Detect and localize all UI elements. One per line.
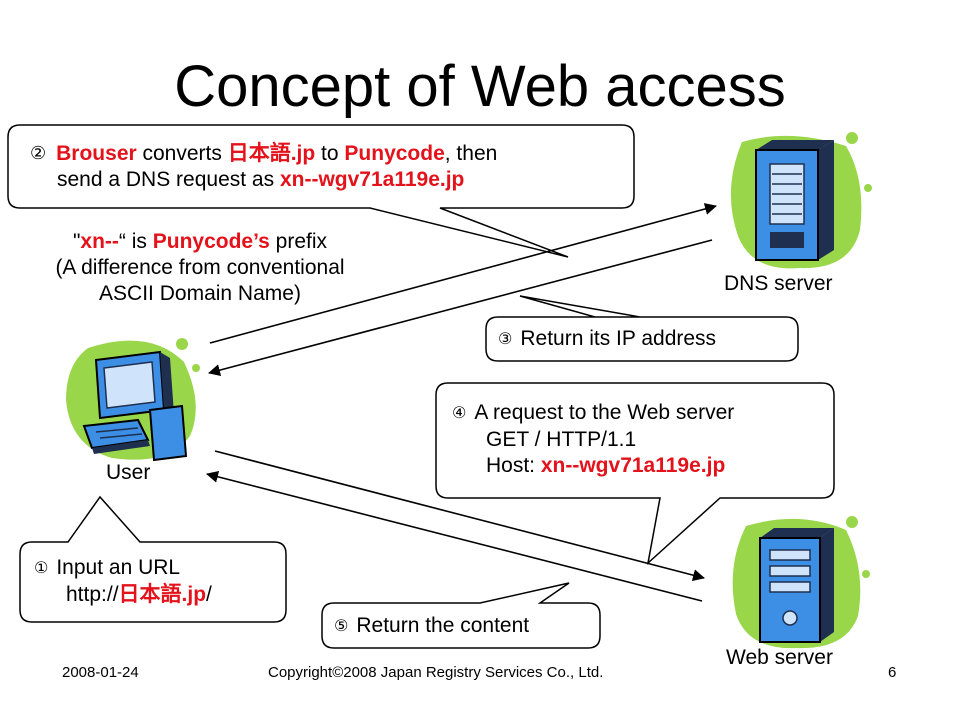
- callout-4-line-1: ④ A request to the Web server: [452, 400, 734, 427]
- page-number: 6: [888, 664, 897, 681]
- idn-domain: 日本語.jp: [227, 142, 316, 165]
- host-domain: xn--wgv71a119e.jp: [540, 454, 726, 477]
- url-idn-domain: 日本語.jp: [118, 583, 207, 606]
- callout-2-bubble: [7, 124, 635, 258]
- punycode-prefix-note: "xn--“ is Punycode’s prefix (A differenc…: [0, 229, 400, 307]
- note-line-2: (A difference from conventional: [55, 256, 345, 279]
- then-word: , then: [444, 142, 498, 165]
- punycode-domain: xn--wgv71a119e.jp: [279, 168, 465, 191]
- note-line-3: ASCII Domain Name): [99, 282, 301, 305]
- url-scheme: http://: [66, 583, 119, 606]
- step-4-number: ④: [452, 405, 467, 422]
- user-computer-icon: [66, 338, 200, 462]
- dns-request-text: send a DNS request as: [57, 168, 280, 191]
- note-prefix-word: prefix: [269, 230, 328, 253]
- brouser-word: Brouser: [56, 142, 137, 165]
- user-label: User: [106, 461, 151, 484]
- callout-4-line-2: GET / HTTP/1.1: [486, 428, 637, 451]
- callout-4-bubble: [435, 382, 835, 566]
- callout-1-bubble: [19, 495, 287, 623]
- footer-copyright: Copyright©2008 Japan Registry Services C…: [268, 664, 604, 681]
- callout-1-line-1: ① Input an URL: [34, 555, 212, 582]
- arrow-dns-to-user: [208, 239, 713, 376]
- callout-2-line-2: send a DNS request as xn--wgv71a119e.jp: [30, 167, 497, 193]
- callout-4-line-3: Host: xn--wgv71a119e.jp: [452, 453, 734, 479]
- callout-4-text: ④ A request to the Web server GET / HTTP/…: [452, 400, 734, 479]
- punycode-word: Punycode: [344, 142, 445, 165]
- page-title: Concept of Web access: [174, 54, 786, 119]
- footer-date: 2008-01-24: [62, 664, 139, 681]
- arrow-user-to-dns: [209, 203, 717, 344]
- dns-server-label: DNS server: [724, 272, 833, 295]
- host-label: Host:: [486, 454, 541, 477]
- callout-2-text: ② Brouser converts 日本語.jp to Punycode, th…: [30, 140, 497, 193]
- return-ip-text: Return its IP address: [520, 327, 717, 350]
- callout-1-line-2: http://日本語.jp/: [34, 582, 212, 608]
- web-server-label: Web server: [726, 646, 833, 669]
- step-2-number: ②: [30, 143, 47, 163]
- to-word: to: [315, 142, 345, 165]
- arrow-user-to-web: [214, 450, 705, 582]
- note-quote-open: ": [72, 230, 81, 253]
- note-line-1: "xn--“ is Punycode’s prefix: [0, 229, 400, 255]
- callout-1-text: ① Input an URL http://日本語.jp/: [34, 555, 212, 608]
- callout-3-bubble: [485, 295, 799, 362]
- step-5-number: ⑤: [334, 618, 349, 635]
- url-slash: /: [206, 583, 212, 606]
- web-server-icon: [732, 516, 870, 649]
- step-3-number: ③: [498, 331, 513, 348]
- xn-prefix: xn--: [80, 230, 119, 253]
- input-url-text: Input an URL: [56, 556, 181, 579]
- return-content-text: Return the content: [356, 614, 530, 637]
- callout-5-text: ⑤ Return the content: [334, 613, 529, 640]
- dns-server-icon: [730, 132, 872, 269]
- callout-5-bubble: [321, 582, 601, 649]
- step-1-number: ①: [34, 560, 49, 577]
- callout-2-line-1: ② Brouser converts 日本語.jp to Punycode, th…: [30, 140, 497, 167]
- callout-3-text: ③ Return its IP address: [498, 326, 716, 353]
- arrow-web-to-user: [206, 470, 703, 602]
- request-web-text: A request to the Web server: [474, 401, 735, 424]
- converts-word: converts: [136, 142, 228, 165]
- note-punycode: Punycode’s: [152, 230, 270, 253]
- note-is: “ is: [118, 230, 153, 253]
